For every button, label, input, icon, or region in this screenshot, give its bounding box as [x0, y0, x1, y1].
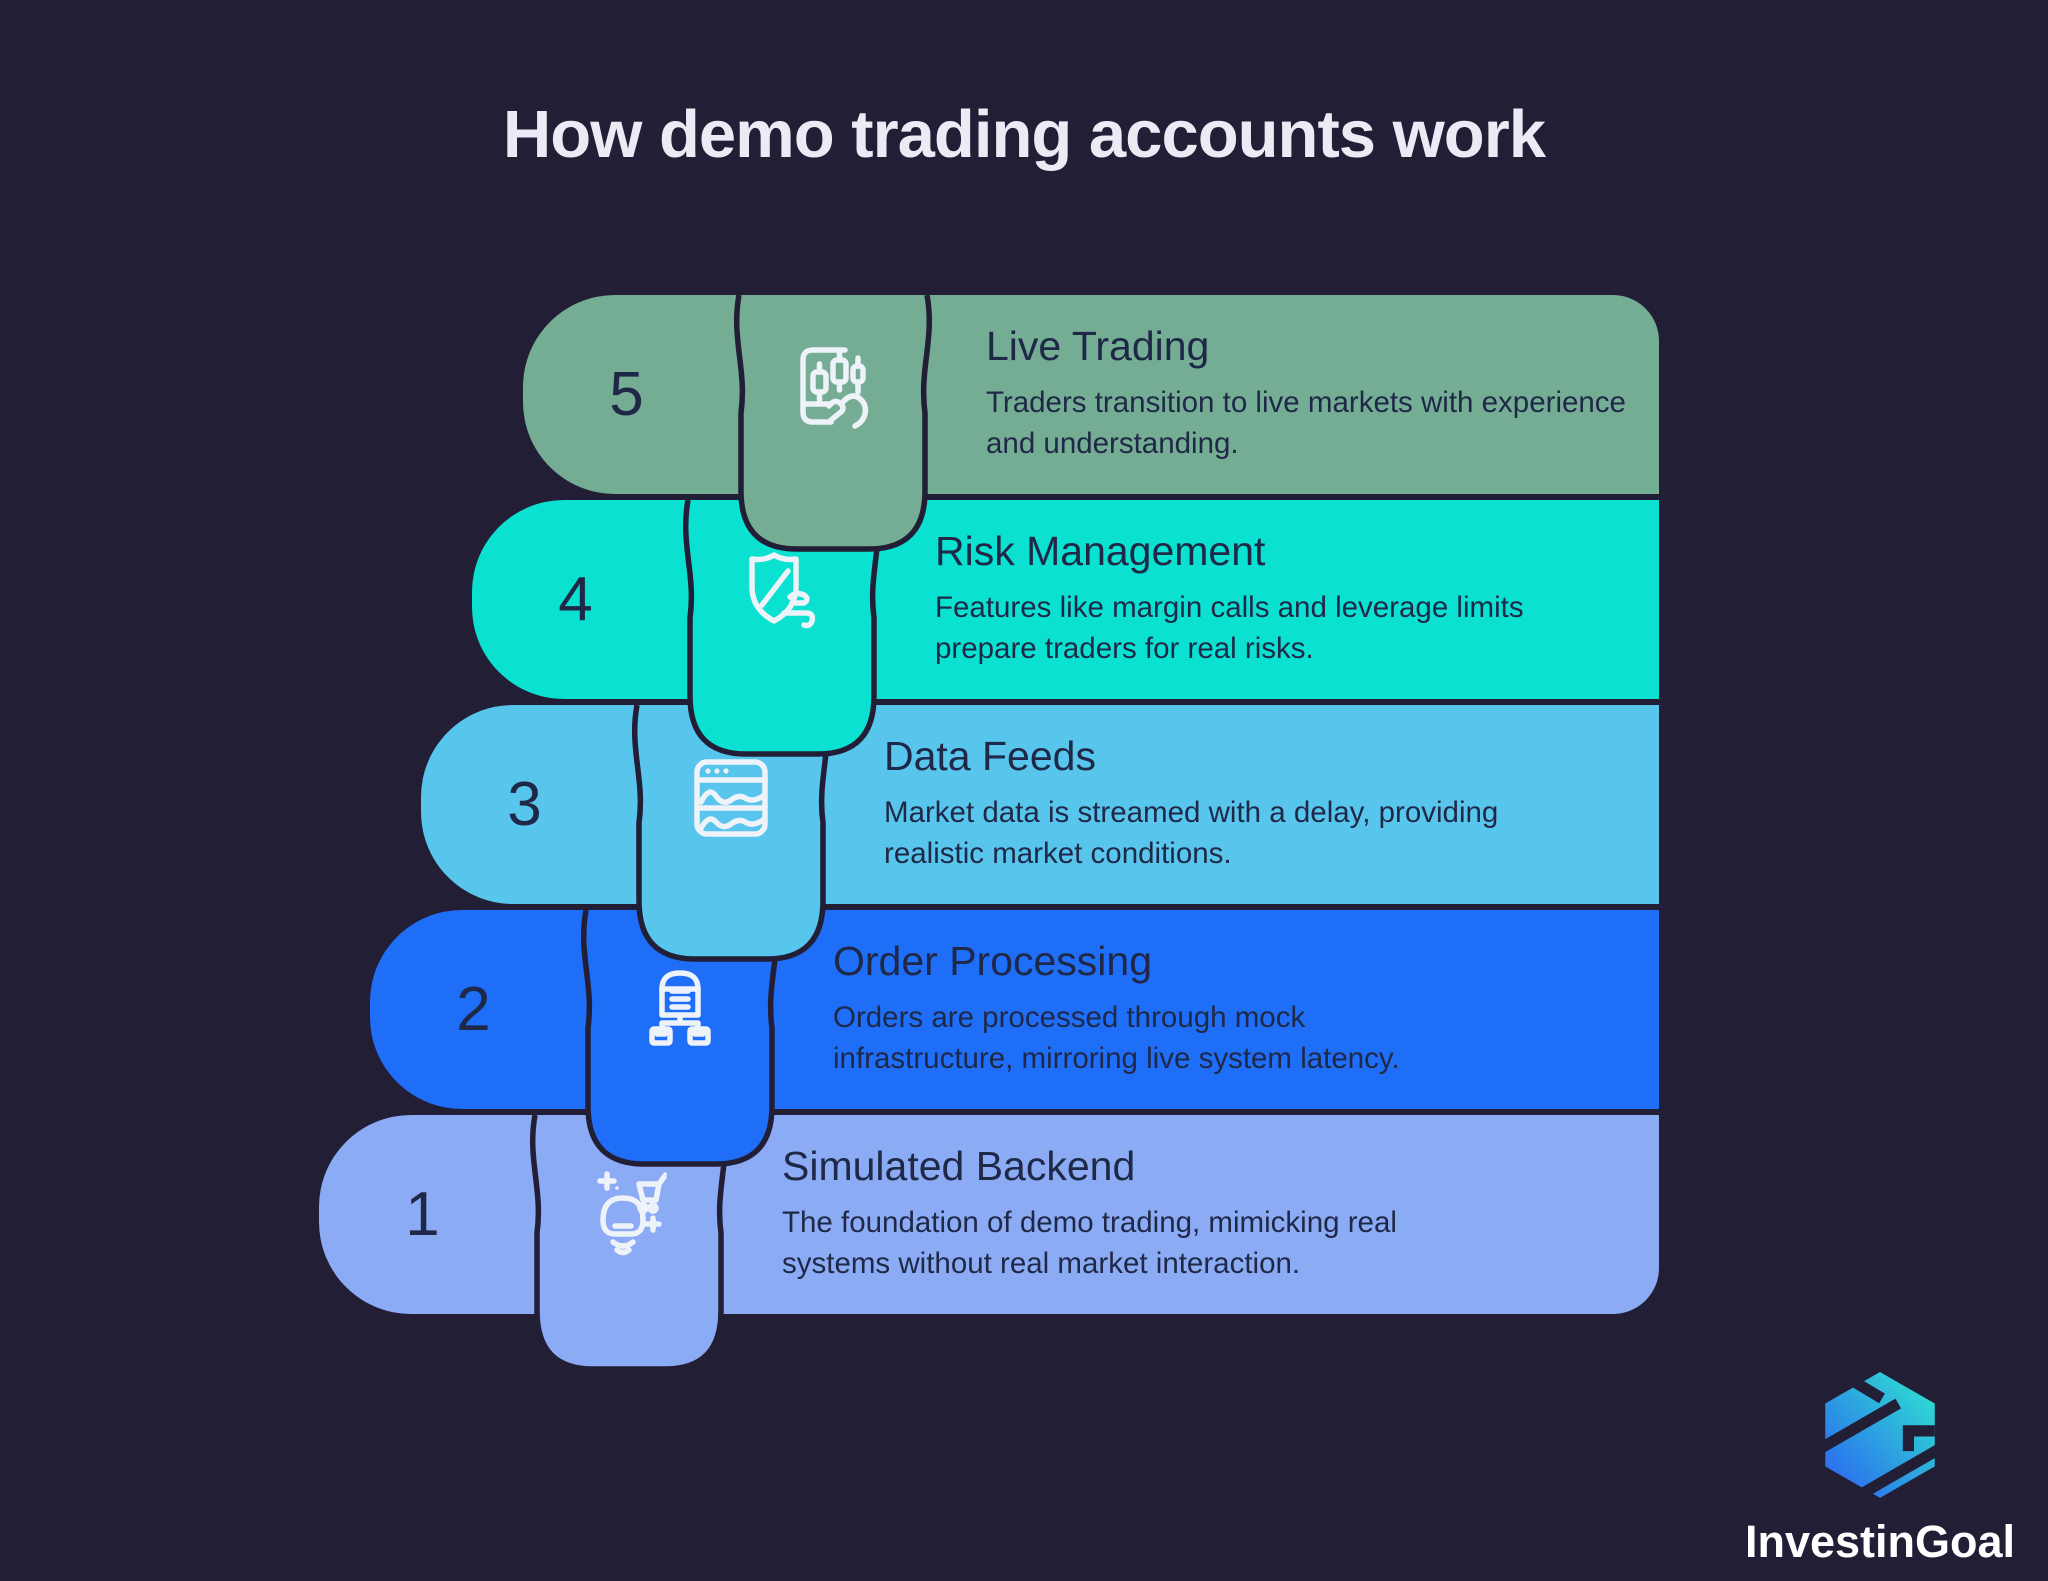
step-description: Market data is streamed with a delay, pr…: [884, 796, 1499, 871]
page-title: How demo trading accounts work: [502, 97, 1546, 172]
step-bar: 5 Live Trading Traders transition to liv…: [523, 295, 1659, 494]
step-row-2: 2 Order Processing Orders are processed …: [370, 910, 1659, 1167]
investingoal-logo-icon: [1817, 1372, 1943, 1499]
step-row-4: 4 Risk Management Features like margin c…: [472, 500, 1659, 757]
bot-cart-icon: [597, 1171, 667, 1256]
candlestick-phone-icon: [800, 347, 869, 429]
step-icon-tab: [683, 500, 881, 757]
step-texts: Data Feeds Market data is streamed with …: [884, 705, 1639, 904]
step-description: Features like margin calls and leverage …: [935, 591, 1524, 666]
step-number: 5: [609, 360, 644, 429]
step-number: 2: [456, 975, 491, 1044]
step-icon-tab: [530, 1115, 728, 1372]
step-row-3: 3 Data Feeds Market data is streamed wit…: [421, 705, 1659, 962]
step-row-5: 5 Live Trading Traders transition to liv…: [523, 295, 1659, 552]
step-title: Data Feeds: [884, 733, 1096, 780]
step-title: Live Trading: [986, 323, 1210, 370]
step-description: The foundation of demo trading, mimickin…: [782, 1206, 1397, 1281]
step-icon-tab: [734, 295, 932, 552]
step-description: Orders are processed through mock infras…: [833, 1001, 1400, 1076]
step-texts: Risk Management Features like margin cal…: [935, 500, 1639, 699]
step-row-1: 1 Simulated Backend The foundation of de…: [319, 1115, 1659, 1372]
step-title: Order Processing: [833, 938, 1153, 985]
step-number: 4: [558, 565, 593, 634]
warehouse-network-icon: [649, 970, 711, 1046]
step-title: Simulated Backend: [782, 1143, 1136, 1190]
step-bar: 4 Risk Management Features like margin c…: [472, 500, 1659, 699]
market-window-icon: [694, 759, 768, 837]
brand-name: InvestinGoal: [1744, 1516, 2016, 1567]
step-bar: 3 Data Feeds Market data is streamed wit…: [421, 705, 1659, 904]
step-number: 3: [507, 770, 542, 839]
shield-wind-icon: [749, 552, 816, 629]
step-title: Risk Management: [935, 528, 1266, 575]
step-texts: Live Trading Traders transition to live …: [986, 295, 1639, 494]
step-texts: Simulated Backend The foundation of demo…: [782, 1115, 1639, 1314]
step-icon-tab: [632, 705, 830, 962]
brand-logo: InvestinGoal: [1725, 1368, 2035, 1568]
step-number: 1: [405, 1180, 440, 1249]
step-icon-tab: [581, 910, 779, 1167]
step-bar: 2 Order Processing Orders are processed …: [370, 910, 1659, 1109]
step-bar: 1 Simulated Backend The foundation of de…: [319, 1115, 1659, 1314]
step-texts: Order Processing Orders are processed th…: [833, 910, 1639, 1109]
step-description: Traders transition to live markets with …: [986, 386, 1626, 461]
